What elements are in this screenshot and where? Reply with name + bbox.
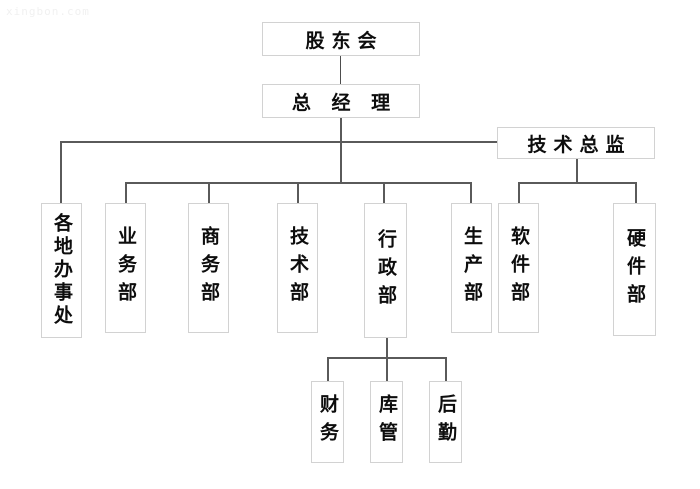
node-regional-offices[interactable]: 各地办事处 [41, 203, 82, 338]
node-shareholders[interactable]: 股东会 [262, 22, 420, 56]
node-hardware-dept-label: 硬件部 [624, 227, 646, 312]
node-technical-director-label: 技术总监 [527, 133, 632, 156]
connector-gm-trunk [340, 117, 342, 183]
connector-drop-commerce-dept [208, 182, 210, 203]
node-business-dept[interactable]: 业务部 [105, 203, 146, 333]
node-production-dept-label: 生产部 [461, 226, 483, 310]
connector-shareholders-to-gm [340, 55, 341, 84]
node-commerce-dept-label: 商务部 [198, 226, 220, 310]
connector-drop-business-dept [125, 182, 127, 203]
connector-drop-software-dept [518, 182, 520, 203]
node-production-dept[interactable]: 生产部 [451, 203, 492, 333]
node-shareholders-label: 股东会 [305, 29, 384, 52]
connector-td-bus [518, 182, 636, 184]
node-technology-dept[interactable]: 技术部 [277, 203, 318, 333]
connector-td-trunk [576, 158, 578, 182]
node-finance[interactable]: 财务 [311, 381, 344, 463]
node-administration-dept-label: 行政部 [375, 228, 397, 313]
connector-drop-finance [327, 357, 329, 381]
node-business-dept-label: 业务部 [115, 226, 137, 310]
node-logistics[interactable]: 后勤 [429, 381, 462, 463]
node-hardware-dept[interactable]: 硬件部 [613, 203, 656, 336]
node-general-manager[interactable]: 总 经 理 [262, 84, 420, 118]
node-technical-director[interactable]: 技术总监 [497, 127, 655, 159]
node-finance-label: 财务 [317, 394, 339, 450]
connector-drop-logistics [445, 357, 447, 381]
node-warehouse[interactable]: 库管 [370, 381, 403, 463]
node-commerce-dept[interactable]: 商务部 [188, 203, 229, 333]
node-logistics-label: 后勤 [435, 394, 457, 450]
connector-drop-hardware-dept [635, 182, 637, 203]
connector-drop-regional-offices [60, 141, 62, 203]
watermark-text: xingbon.com [6, 5, 90, 18]
connector-drop-warehouse [386, 357, 388, 381]
connector-drop-technology-dept [297, 182, 299, 203]
node-administration-dept[interactable]: 行政部 [364, 203, 407, 338]
node-warehouse-label: 库管 [376, 394, 398, 450]
node-software-dept-label: 软件部 [508, 226, 530, 310]
node-regional-offices-label: 各地办事处 [51, 213, 73, 328]
connector-drop-production-dept [470, 182, 472, 203]
connector-drop-administration-dept [383, 182, 385, 203]
node-general-manager-label: 总 经 理 [291, 91, 398, 114]
connector-admin-trunk [386, 337, 388, 357]
node-software-dept[interactable]: 软件部 [498, 203, 539, 333]
connector-gm-upper-bus [60, 141, 498, 143]
node-technology-dept-label: 技术部 [287, 226, 309, 310]
